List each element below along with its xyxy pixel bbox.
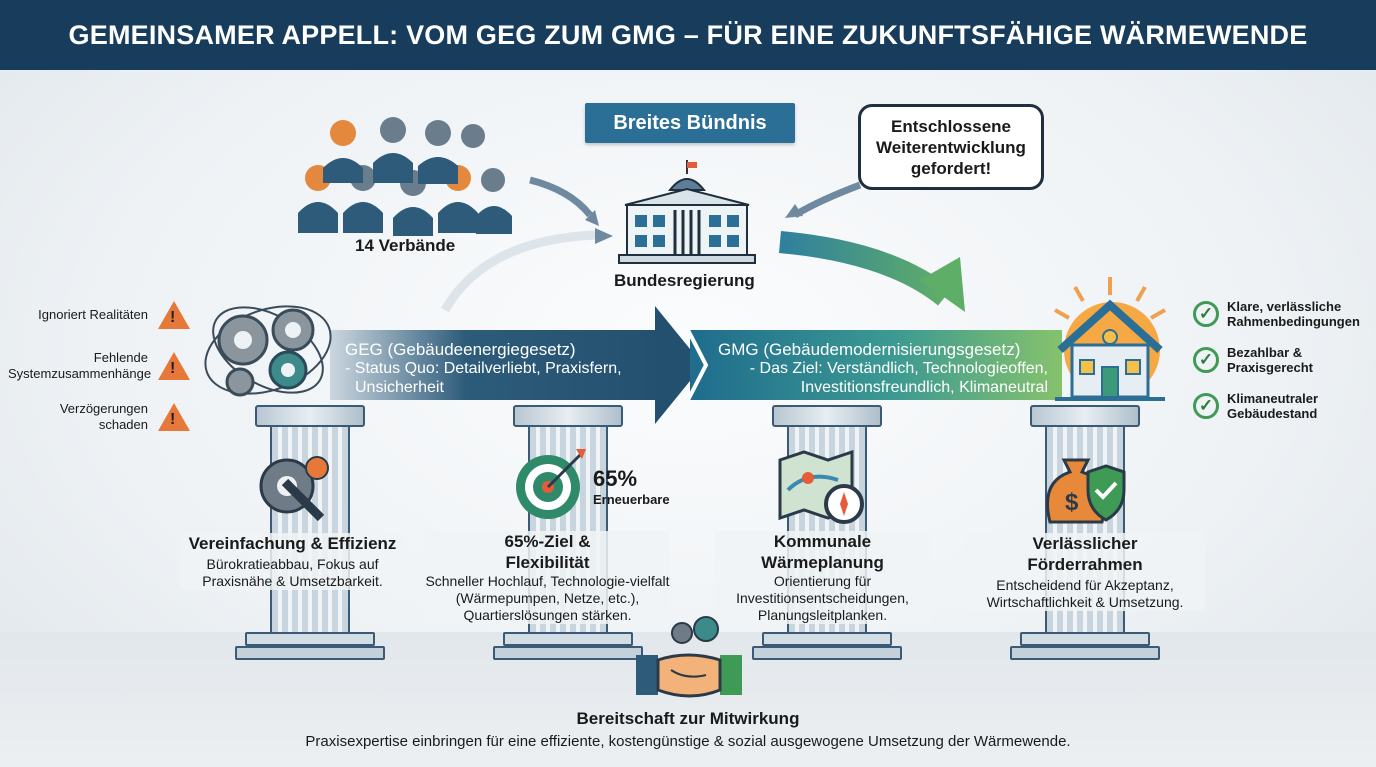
warning-icon: !	[158, 352, 190, 380]
tangled-gears-icon	[204, 305, 332, 397]
target-badge-label: Erneuerbare	[593, 492, 670, 507]
problem-label: Verzögerungen schaden	[59, 401, 148, 432]
target-badge-value: 65%	[593, 466, 638, 491]
pillar-card-1: Vereinfachung & Effizienz Bürokratieabba…	[180, 533, 405, 590]
pillar-title: Verlässlicher Förderrahmen	[1027, 534, 1143, 574]
pillar-title: 65%-Ziel & Flexibilität	[504, 532, 591, 572]
goal-item: ✓ Klare, verlässliche Rahmenbedingungen	[1193, 298, 1367, 330]
geg-line2: Unsicherheit	[355, 379, 444, 396]
alliance-banner: Breites Bündnis	[585, 103, 795, 143]
arrow-chevron	[688, 330, 709, 400]
problem-item: Ignoriert Realitäten !	[10, 298, 190, 332]
target-icon	[516, 449, 586, 519]
pillar-card-4: Verlässlicher Förderrahmen Entscheidend …	[965, 533, 1205, 611]
check-icon: ✓	[1193, 301, 1219, 327]
goal-label: Bezahlbar & Praxisgerecht	[1227, 345, 1313, 375]
geg-line1: - Status Quo: Detailverliebt, Praxisfern…	[345, 360, 622, 377]
problem-label: Fehlende Systemzusammenhänge	[8, 350, 152, 381]
handshake-gears-icon	[636, 616, 742, 698]
pillar-card-3: Kommunale Wärmeplanung Orientierung für …	[715, 531, 930, 624]
pillar-desc: Orientierung für Investitionsentscheidun…	[736, 573, 909, 623]
check-icon: ✓	[1193, 347, 1219, 373]
pillar-title: Kommunale Wärmeplanung	[761, 532, 884, 572]
pillar-desc: Bürokratieabbau, Fokus auf Praxisnähe & …	[202, 556, 383, 589]
pillar-1	[235, 405, 385, 660]
people-group-icon	[298, 117, 512, 236]
geg-arrow	[330, 330, 670, 400]
problem-label: Ignoriert Realitäten	[38, 307, 148, 322]
goal-item: ✓ Klimaneutraler Gebäudestand	[1193, 390, 1367, 422]
speech-bubble: Entschlossene Weiterentwicklung geforder…	[858, 104, 1044, 190]
footer-title: Bereitschaft zur Mitwirkung	[576, 709, 800, 728]
house-sun-icon	[1054, 277, 1166, 401]
government-label: Bundesregierung	[614, 271, 755, 290]
footer-desc: Praxisexpertise einbringen für eine effi…	[305, 733, 1071, 750]
gmg-arrow	[690, 330, 1062, 400]
goal-label: Klimaneutraler Gebäudestand	[1227, 391, 1319, 421]
warning-icon: !	[158, 301, 190, 329]
geg-title: GEG (Gebäudeenergiegesetz)	[345, 340, 576, 359]
gmg-text: GMG (Gebäudemodernisierungsgesetz) - Das…	[718, 340, 1048, 397]
money-shield-icon: $	[1046, 458, 1126, 524]
flow-arrows	[441, 176, 965, 313]
check-icon: ✓	[1193, 393, 1219, 419]
pillar-desc: Entscheidend für Akzeptanz, Wirtschaftli…	[986, 577, 1184, 610]
associations-label: 14 Verbände	[355, 236, 456, 255]
problem-item: Verzögerungen schaden !	[10, 400, 190, 434]
gmg-line2: Investitionsfreundlich, Klimaneutral	[800, 379, 1048, 396]
map-compass-icon	[778, 450, 864, 524]
goal-item: ✓ Bezahlbar & Praxisgerecht	[1193, 344, 1367, 376]
gmg-title: GMG (Gebäudemodernisierungsgesetz)	[718, 340, 1021, 359]
problem-item: Fehlende Systemzusammenhänge !	[8, 349, 190, 383]
svg-text:$: $	[1065, 489, 1079, 516]
pillar-card-2: 65%-Ziel & Flexibilität Schneller Hochla…	[425, 531, 670, 624]
goal-label: Klare, verlässliche Rahmenbedingungen	[1227, 299, 1360, 329]
wrench-gear-icon	[259, 456, 329, 522]
page-title: GEMEINSAMER APPELL: VOM GEG ZUM GMG – FÜ…	[0, 0, 1376, 70]
problem-list: Ignoriert Realitäten ! Fehlende Systemzu…	[8, 298, 190, 434]
government-building-icon	[618, 160, 756, 264]
pillar-desc: Schneller Hochlauf, Technologie-vielfalt…	[425, 573, 670, 623]
warning-icon: !	[158, 403, 190, 431]
geg-text: GEG (Gebäudeenergiegesetz) - Status Quo:…	[345, 340, 622, 397]
pillar-title: Vereinfachung & Effizienz	[188, 534, 397, 553]
goal-list: ✓ Klare, verlässliche Rahmenbedingungen ✓…	[1193, 298, 1367, 422]
gmg-line1: - Das Ziel: Verständlich, Technologieoff…	[749, 360, 1048, 377]
